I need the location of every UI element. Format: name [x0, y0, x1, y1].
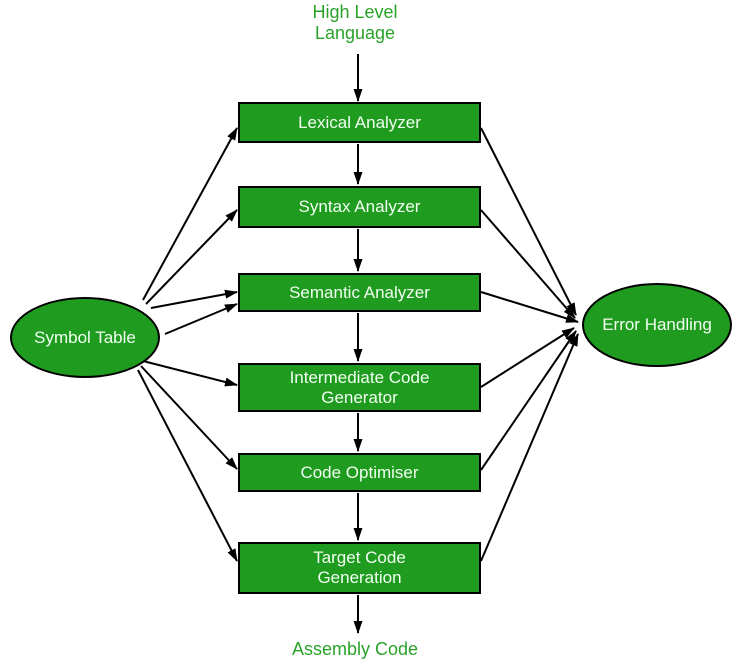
stage-target-code-generation: Target Code Generation: [238, 542, 481, 594]
stage-label: Intermediate Code Generator: [289, 367, 430, 407]
arrow-symbol-to-target: [137, 369, 238, 562]
stage-syntax-analyzer: Syntax Analyzer: [238, 186, 481, 228]
input-label: High Level Language: [312, 2, 398, 43]
arrow-symbol-to-semantic-lower: [164, 303, 238, 335]
symbol-table-label: Symbol Table: [34, 327, 136, 347]
stage-intermediate-code-generator: Intermediate Code Generator: [238, 363, 481, 412]
output-label: Assembly Code: [291, 639, 419, 659]
stage-label: Syntax Analyzer: [298, 197, 421, 216]
arrow-intermediate-to-error: [480, 327, 575, 388]
stage-label: Lexical Analyzer: [298, 112, 421, 132]
arrow-target-to-error: [480, 333, 579, 562]
arrow-symbol-to-semantic-upper: [150, 289, 238, 309]
error-handling-label: Error Handling: [602, 315, 712, 334]
arrow-symbol-to-intermediate: [142, 360, 238, 387]
arrow-semantic-to-error: [480, 291, 579, 323]
arrow-optimiser-to-error: [480, 330, 577, 471]
stage-label: Semantic Analyzer: [289, 282, 430, 302]
arrow-lexical-to-error: [480, 127, 577, 316]
arrow-symbol-to-optimiser: [140, 365, 238, 470]
stage-semantic-analyzer: Semantic Analyzer: [238, 273, 481, 312]
arrow-symbol-to-syntax: [145, 209, 238, 305]
stage-code-optimiser: Code Optimiser: [238, 453, 481, 492]
stage-lexical-analyzer: Lexical Analyzer: [238, 102, 481, 143]
error-handling-node: Error Handling: [582, 283, 732, 367]
arrow-symbol-to-lexical: [142, 127, 238, 301]
symbol-table-node: Symbol Table: [10, 297, 160, 378]
arrow-syntax-to-error: [480, 209, 576, 319]
stage-label: Target Code Generation: [313, 548, 406, 587]
stage-label: Code Optimiser: [300, 462, 419, 482]
